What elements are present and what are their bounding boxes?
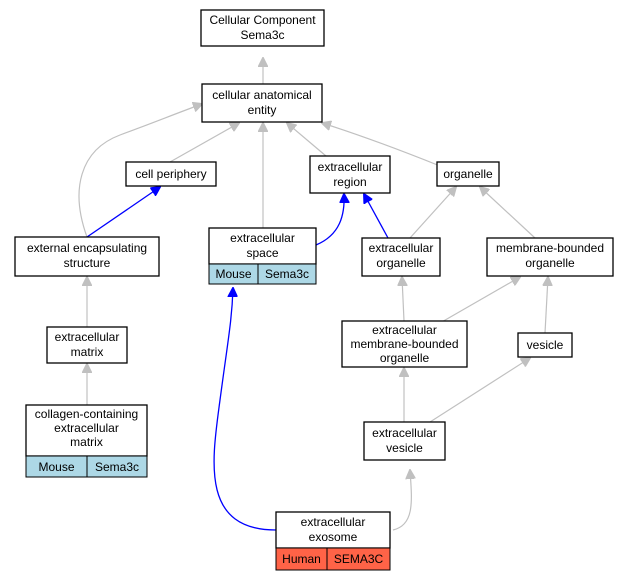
annotation-cell-gene	[86, 455, 148, 478]
node-label-line: extracellular	[230, 231, 295, 245]
node-cellular-anatomical-entity[interactable]: cellular anatomical entity	[201, 83, 323, 123]
node-extracellular-space[interactable]: extracellular space Mouse Sema3c	[208, 227, 317, 285]
node-extracellular-matrix[interactable]: extracellular matrix	[46, 326, 128, 364]
annotation-cell-gene	[257, 263, 317, 285]
edge-extracellular-organelle-to-organelle	[409, 187, 456, 239]
annotation-cell-gene	[326, 547, 391, 571]
node-label-line: collagen-containing	[35, 407, 138, 421]
edges	[78, 58, 548, 531]
node-cellular-component[interactable]: Cellular Component Sema3c	[200, 9, 325, 47]
annotation-species: Mouse	[38, 460, 74, 474]
node-label-line: Sema3c	[240, 28, 284, 42]
node-vesicle[interactable]: vesicle	[517, 332, 573, 358]
node-label-line: extracellular	[318, 160, 383, 174]
node-collagen-containing-extracellular-matrix[interactable]: collagen-containing extracellular matrix…	[25, 404, 148, 478]
node-label-line: Cellular Component	[209, 13, 316, 27]
node-extracellular-region[interactable]: extracellular region	[309, 155, 391, 194]
annotation-species: Human	[282, 552, 321, 566]
annotation-gene: SEMA3C	[334, 552, 384, 566]
edge-extracellular-space-to-extracellular-region	[315, 194, 344, 246]
edge-exosome-to-extracellular-space	[213, 288, 277, 531]
node-extracellular-organelle[interactable]: extracellular organelle	[361, 237, 441, 277]
node-label-line: membrane-bounded	[350, 337, 458, 351]
node-label-line: space	[246, 246, 278, 260]
node-label-line: extracellular	[372, 426, 437, 440]
node-label-line: exosome	[309, 530, 358, 544]
edge-ext-mem-bounded-to-membrane-bounded	[439, 277, 520, 324]
node-label-line: vesicle	[527, 338, 564, 352]
node-label-line: cellular anatomical	[212, 88, 311, 102]
edge-external-encapsulating-to-cell-periphery	[86, 187, 160, 238]
node-label-line: organelle	[380, 351, 430, 365]
node-membrane-bounded-organelle[interactable]: membrane-bounded organelle	[486, 237, 614, 277]
node-label-line: external encapsulating	[27, 241, 147, 255]
node-label-line: cell periphery	[135, 167, 206, 181]
annotation-gene: Sema3c	[265, 267, 309, 281]
node-label-line: extracellular	[54, 421, 119, 435]
node-label-line: matrix	[71, 345, 104, 359]
node-label-line: organelle	[376, 256, 426, 270]
edge-external-encapsulating-to-cae	[78, 104, 202, 238]
edge-vesicle-to-membrane-bounded	[545, 277, 548, 334]
node-label-line: extracellular	[372, 323, 437, 337]
node-extracellular-vesicle[interactable]: extracellular vesicle	[363, 421, 446, 461]
node-external-encapsulating-structure[interactable]: external encapsulating structure	[14, 236, 160, 277]
edge-extracellular-vesicle-to-vesicle	[429, 358, 530, 423]
node-label-line: entity	[248, 103, 277, 117]
node-label-line: organelle	[443, 167, 493, 181]
node-extracellular-exosome[interactable]: extracellular exosome Human SEMA3C	[275, 511, 391, 571]
node-label-line: extracellular	[369, 241, 434, 255]
node-label-line: region	[333, 175, 366, 189]
node-label-line: extracellular	[301, 515, 366, 529]
node-label-line: structure	[64, 256, 111, 270]
annotation-species: Mouse	[215, 267, 251, 281]
node-label-line: extracellular	[55, 330, 120, 344]
edge-membrane-bounded-to-organelle	[480, 187, 536, 239]
node-label-line: organelle	[525, 256, 575, 270]
node-label-line: vesicle	[386, 441, 423, 455]
node-extracellular-membrane-bounded-organelle[interactable]: extracellular membrane-bounded organelle	[341, 320, 468, 368]
edge-ext-mem-bounded-to-extracellular-organelle	[402, 277, 404, 322]
edge-extracellular-organelle-to-extracellular-region	[364, 194, 389, 239]
edge-extracellular-region-to-cae	[287, 123, 327, 157]
node-cell-periphery[interactable]: cell periphery	[125, 161, 217, 187]
edge-exosome-to-extracellular-vesicle	[392, 470, 411, 531]
node-label-line: membrane-bounded	[496, 241, 604, 255]
edge-cell-periphery-to-cae	[169, 123, 239, 163]
edge-organelle-to-cae	[322, 123, 441, 167]
annotation-gene: Sema3c	[95, 460, 139, 474]
node-label-line: matrix	[70, 435, 103, 449]
node-organelle[interactable]: organelle	[436, 161, 500, 187]
